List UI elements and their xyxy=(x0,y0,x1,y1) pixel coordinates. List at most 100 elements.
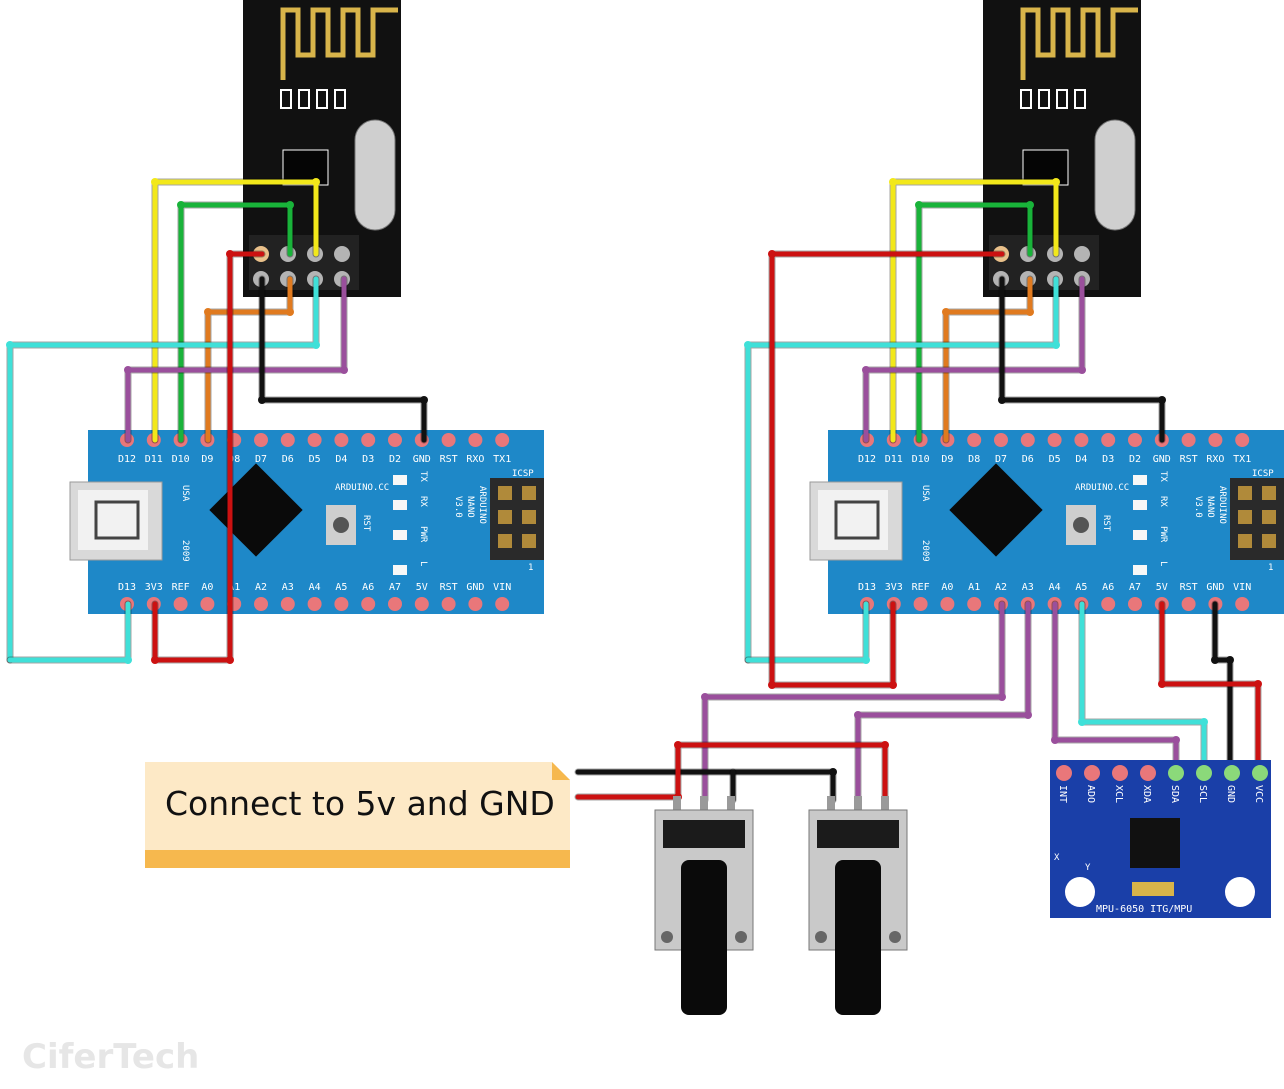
nano-bottom-pin xyxy=(468,597,483,611)
wire-a4-sda xyxy=(1052,601,1179,776)
reset-button-knob xyxy=(333,517,349,533)
wire-purple-right xyxy=(863,276,1085,443)
nano-bottom-pin-label: A4 xyxy=(309,582,321,593)
nano-top-pin-label: TX1 xyxy=(493,454,511,465)
watermark: CiferTech xyxy=(22,1037,199,1077)
pot-leg xyxy=(827,796,835,812)
wire-purple-left-joint xyxy=(340,366,348,374)
wire-red-left-joint xyxy=(226,656,234,664)
wire-a4-sda-outline xyxy=(1051,600,1180,777)
potentiometer-a3 xyxy=(808,796,908,1015)
nano-bottom-pin xyxy=(200,597,215,611)
nano-bottom-pin xyxy=(441,597,456,611)
led-tx xyxy=(1133,475,1147,485)
wire-purple-right-outline xyxy=(862,275,1086,444)
led-label-l: L xyxy=(1158,561,1168,566)
led-label-rx: RX xyxy=(418,496,428,507)
nano-top-pin-label: D2 xyxy=(1129,454,1141,465)
wire-orange-left-outline xyxy=(204,275,294,444)
led-l xyxy=(1133,565,1147,575)
mpu-pin xyxy=(1140,765,1156,781)
wire-red-right-joint xyxy=(768,681,776,689)
nano-top-pin xyxy=(307,433,322,447)
nano-top-pin-label: D6 xyxy=(1022,454,1034,465)
nano-bottom-pin-label: A4 xyxy=(1049,582,1061,593)
smd-part xyxy=(334,89,346,109)
nano-bottom-pin-label: A1 xyxy=(968,582,980,593)
pot-shaft xyxy=(835,860,881,1015)
wire-a4-sda-joint xyxy=(1051,736,1059,744)
led-tx xyxy=(393,475,407,485)
mpu-pin xyxy=(1252,765,1268,781)
nano-top-pin-label: TX1 xyxy=(1233,454,1251,465)
nano-top-pin-label: GND xyxy=(413,454,431,465)
wire-cyan-right-top-joint xyxy=(744,341,752,349)
pot-top xyxy=(817,820,899,848)
wire-yellow-left xyxy=(152,179,319,443)
arduino-cc-label: ARDUINO.CC xyxy=(335,483,389,493)
pot-leg xyxy=(854,796,862,812)
pot-top xyxy=(663,820,745,848)
wire-a5-scl xyxy=(1079,601,1207,776)
nano-top-pin-label: D2 xyxy=(389,454,401,465)
icsp-pin xyxy=(1262,534,1276,548)
icsp-pin xyxy=(1262,510,1276,524)
wire-5v-ext-joint xyxy=(674,741,682,749)
nano-top-pin-label: D5 xyxy=(1049,454,1061,465)
nano-bottom-pin-label: 5V xyxy=(1156,582,1168,593)
nano-bottom-pin xyxy=(1235,597,1250,611)
led-label-pwr: PWR xyxy=(1158,526,1168,543)
usa-label: USA xyxy=(180,485,190,502)
wire-a2-pot1 xyxy=(702,601,1005,803)
nano-top-pin xyxy=(1235,433,1250,447)
nano-bottom-pin xyxy=(414,597,429,611)
wire-orange-left xyxy=(205,276,293,443)
wire-a2-pot1-joint xyxy=(998,693,1006,701)
nano-top-pin-label: D3 xyxy=(362,454,374,465)
nano-top-pin-label: D7 xyxy=(255,454,267,465)
arduino-nano-right: D12D13D113V3D10REFD9A0D8A1D7A2D6A3D5A4D4… xyxy=(809,430,1284,614)
wire-orange-left-joint xyxy=(204,308,212,316)
usa-label: USA xyxy=(920,485,930,502)
nano-bottom-pin xyxy=(254,597,268,611)
nano-bottom-pin xyxy=(913,597,928,611)
mpu-pin-label: SCL xyxy=(1197,785,1208,803)
pot-shaft xyxy=(681,860,727,1015)
mpu-pin xyxy=(1084,765,1100,781)
nano-top-pin xyxy=(1020,433,1035,447)
nano-bottom-pin-label: A5 xyxy=(335,582,347,593)
wire-cyan-left-top-joint xyxy=(6,341,14,349)
led-label-tx: TX xyxy=(418,471,428,482)
nano-bottom-pin-label: REF xyxy=(172,582,190,593)
icsp-pin xyxy=(498,510,512,524)
icsp-pin xyxy=(522,510,536,524)
rf-pin xyxy=(334,246,350,262)
wire-black-right xyxy=(999,276,1165,443)
wire-a2-pot1-joint xyxy=(701,693,709,701)
pot-hole xyxy=(889,931,901,943)
antenna-trace xyxy=(280,7,398,80)
mpu-pin-label: XDA xyxy=(1141,785,1152,803)
mpu-pin xyxy=(1112,765,1128,781)
pot-leg xyxy=(700,796,708,812)
wire-purple-left-joint xyxy=(124,366,132,374)
wire-orange-right-joint xyxy=(942,308,950,316)
nano-top-pin-label: D8 xyxy=(228,454,240,465)
wire-a5-scl-outline xyxy=(1078,600,1208,777)
nano-top-pin xyxy=(361,433,376,447)
rf-chip xyxy=(282,149,329,186)
nano-bottom-pin-label: GND xyxy=(466,582,484,593)
nano-bottom-pin xyxy=(334,597,349,611)
nano-top-pin-label: D9 xyxy=(201,454,213,465)
smd-part xyxy=(316,89,328,109)
wire-gnd-mpu xyxy=(1212,601,1233,776)
crystal xyxy=(1094,119,1136,231)
nano-board-pcb xyxy=(88,430,544,614)
rf-pin xyxy=(1074,246,1090,262)
wire-gnd-mpu-joint xyxy=(1226,656,1234,664)
nano-top-pin-label: RXO xyxy=(1206,454,1224,465)
smd-part xyxy=(1056,89,1068,109)
nano-bottom-pin-label: A0 xyxy=(201,582,213,593)
nano-top-pin xyxy=(495,433,510,447)
nano-top-pin xyxy=(1128,433,1142,447)
